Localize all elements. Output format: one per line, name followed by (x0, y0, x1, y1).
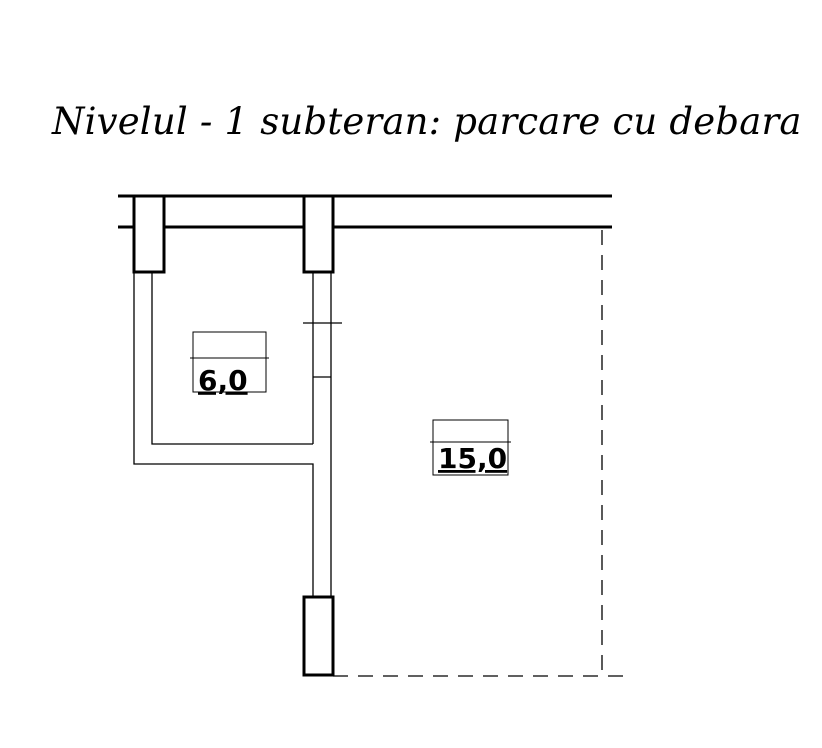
column-bottom (302, 595, 335, 677)
storage-wall-inner (151, 272, 313, 445)
storage-wall-outer (133, 272, 314, 597)
column-middle (302, 194, 335, 274)
plan-title: Nivelul - 1 subteran: parcare cu debara (52, 100, 802, 143)
storage-area-box (192, 331, 267, 393)
storage-area-label: 6,0 (198, 364, 248, 397)
column-left (132, 194, 166, 274)
parking-area-label: 15,0 (438, 442, 507, 475)
parking-area-box (432, 419, 509, 476)
